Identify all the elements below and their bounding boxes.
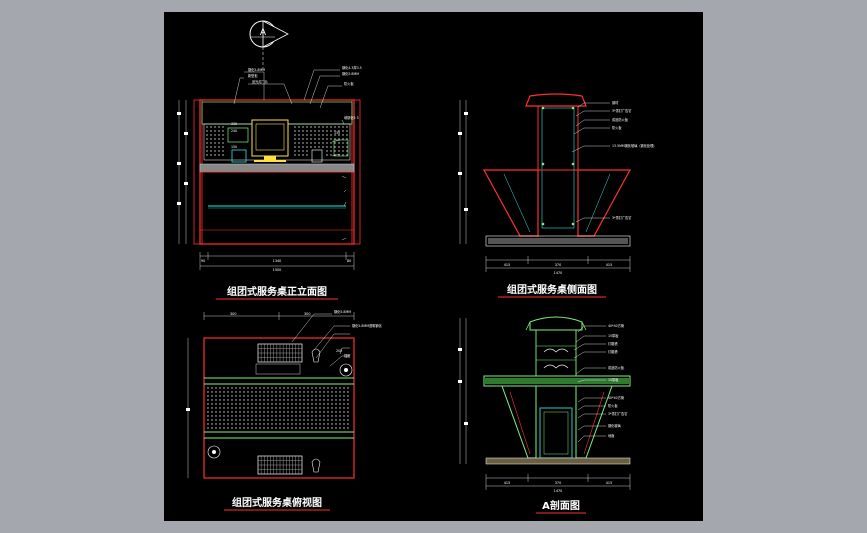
section-callout-3: 灯箱槽 — [608, 349, 618, 354]
drawing-sheet: A 330 240 150 135 — [164, 12, 703, 521]
section-callout-0: 40*40方管 — [608, 323, 624, 328]
front-callout-1: 新型柜 — [248, 73, 258, 78]
section-marker: A — [249, 20, 289, 70]
cad-drawing: A 330 240 150 135 — [177, 20, 656, 514]
mark-2: 150 — [231, 145, 237, 149]
side-callout-2: 成品防火板 — [612, 117, 629, 122]
plan-callout-2: 200 — [336, 349, 342, 353]
section-callout-8: 3*墨钉广告钉 — [608, 411, 628, 416]
plan-view-title: 组团式服务桌俯视图 — [232, 496, 322, 509]
section-callout-4: 成品防火板 — [608, 365, 625, 370]
section-callout-9: 钢化玻璃 — [608, 423, 622, 428]
mark-0: 330 — [231, 122, 237, 126]
side-view: 钢材 3*墨钉广告钉 成品防火板 防火板 13.5MM钢化玻璃（钢化处理） 3*… — [458, 93, 656, 298]
section-view-title: A剖面图 — [542, 499, 580, 512]
plan-outline — [203, 337, 355, 479]
side-callout-3: 防火板 — [612, 125, 622, 130]
monitor — [251, 119, 289, 157]
side-callout-4: 13.5MM钢化玻璃（钢化处理） — [612, 143, 656, 148]
plan-callout-1: 钢化5.8MM透明钢化 — [352, 323, 383, 328]
side-callout-0: 钢材 — [612, 100, 619, 105]
plan-dim-1: 300 — [304, 312, 310, 316]
front-dim-0: 90 — [201, 259, 205, 263]
front-dim-total: 1500 — [273, 268, 282, 272]
section-marker-arrow — [262, 20, 289, 48]
plan-callout-3: 插座 — [344, 353, 351, 358]
front-view-title: 组团式服务桌正立面图 — [227, 285, 327, 298]
plan-dim-0: 300 — [230, 312, 236, 316]
front-callout-6: 墙钢化5 5 — [344, 115, 359, 120]
plan-perforation — [207, 387, 349, 429]
side-view-title: 组团式服务桌侧面图 — [507, 283, 597, 296]
front-perforation — [206, 126, 348, 156]
front-dim-2: 80 — [347, 259, 351, 263]
section-callout-6: 40*40方管 — [608, 395, 624, 400]
section-callout-1: 15厚板 — [608, 333, 619, 338]
section-dim-total: 1470 — [554, 489, 563, 493]
front-callout-4: 钢化5.8MM — [342, 71, 359, 76]
plan-view: 300 300 钢化5.8MM 钢化5.8MM透明钢化 200 插座 — [186, 309, 383, 511]
front-callout-3: 钢化4.3厚3.5 — [342, 65, 362, 70]
front-elevation: 330 240 150 135 钢化5.8MM 新型柜 滤光灯门片 — [177, 65, 362, 300]
plan-callout-0: 钢化5.8MM — [334, 309, 351, 314]
section-dim-0: 415 — [504, 481, 510, 485]
side-dim-0: 415 — [504, 263, 510, 267]
section-dim-2: 415 — [606, 481, 612, 485]
side-dim-1: 370 — [555, 263, 561, 267]
section-callout-5: 15厚板 — [608, 377, 619, 382]
section-dim-1: 370 — [555, 481, 561, 485]
side-callout-5: 3*墨钉广告钉 — [612, 215, 632, 220]
a-section-view: 40*40方管 15厚板 灯箱槽 灯箱槽 成品防火板 15厚板 40*40方管 … — [458, 316, 631, 514]
mark-3: 135 — [334, 131, 340, 135]
side-callout-1: 3*墨钉广告钉 — [612, 108, 632, 113]
section-callout-2: 灯箱槽 — [608, 341, 618, 346]
side-dim-total: 1470 — [554, 271, 563, 275]
front-callout-0: 钢化5.8MM — [248, 67, 265, 72]
front-dim-1: 1340 — [273, 259, 282, 263]
front-callout-5: 防火板 — [344, 81, 354, 86]
section-marker-letter: A — [260, 28, 267, 38]
mark-1: 240 — [231, 129, 237, 133]
section-callout-10: 地面 — [608, 433, 614, 438]
side-dim-2: 415 — [606, 263, 612, 267]
front-callout-2: 滤光灯门片 — [252, 79, 268, 84]
section-callout-7: 防火板 — [608, 403, 618, 408]
